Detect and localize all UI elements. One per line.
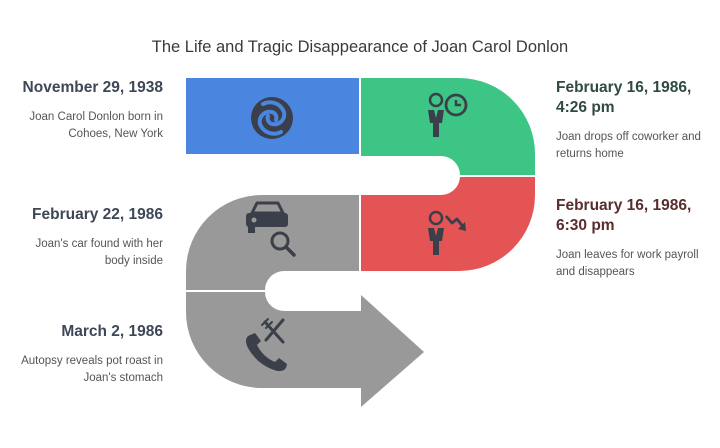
event-2-description: Joan drops off coworker and returns home [556,131,701,160]
event-4: February 22, 1986 Joan's car found with … [20,205,163,270]
person-clock-icon [428,92,468,137]
title: The Life and Tragic Disappearance of Joa… [151,38,569,56]
event-2-date: February 16, 1986, 4:26 pm [556,79,692,116]
phone-utensils-icon [246,318,287,372]
event-5: March 2, 1986 Autopsy reveals pot roast … [20,322,163,387]
event-1-description: Joan Carol Donlon born in Cohoes, New Yo… [29,111,163,140]
event-3: February 16, 1986, 6:30 pm Joan leaves f… [556,196,706,281]
event-3-date: February 16, 1986, 6:30 pm [556,197,692,234]
person-decline-icon [428,210,466,255]
event-5-date: March 2, 1986 [61,323,163,340]
event-4-description: Joan's car found with her body inside [35,238,164,267]
event-3-description: Joan leaves for work payroll and disappe… [556,249,699,278]
event-1: November 29, 1938 Joan Carol Donlon born… [20,78,163,143]
event-5-description: Autopsy reveals pot roast in Joan's stom… [21,355,163,384]
car-search-icon [246,201,296,257]
swirl-logo-icon [251,97,293,139]
segment-2-green [361,78,535,175]
event-4-date: February 22, 1986 [32,206,163,223]
segment-3-red [361,177,535,271]
event-1-date: November 29, 1938 [22,79,163,96]
event-2: February 16, 1986, 4:26 pm Joan drops of… [556,78,706,163]
segment-5-arrow [186,292,424,407]
